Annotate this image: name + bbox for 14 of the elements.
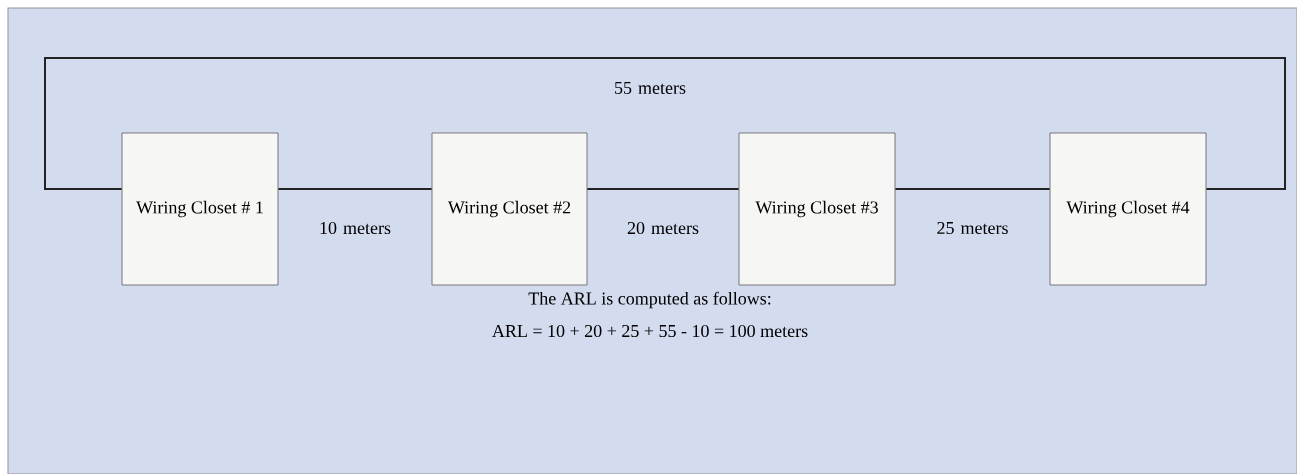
- closet-box: Wiring Closet #4: [1049, 132, 1207, 286]
- cable-line: [586, 188, 740, 190]
- closet-box: Wiring Closet #3: [738, 132, 896, 286]
- cable-line: [44, 57, 1286, 190]
- note-text: The ARL is computed as follows:: [528, 291, 771, 309]
- distance-label: 25 meters: [937, 221, 1008, 235]
- cable-line: [894, 188, 1051, 190]
- distance-label: 55 meters: [615, 82, 686, 94]
- distance-label: 20 meters: [627, 221, 699, 235]
- note-text: ARL = 10 + 20 + 25 + 55 - 10 = 100 meters: [492, 324, 808, 338]
- closet-box: Wiring Closet #2: [431, 132, 588, 286]
- closet-box: Wiring Closet # 1: [121, 132, 279, 286]
- cable-line: [277, 188, 433, 190]
- distance-label: 10 meters: [320, 221, 391, 235]
